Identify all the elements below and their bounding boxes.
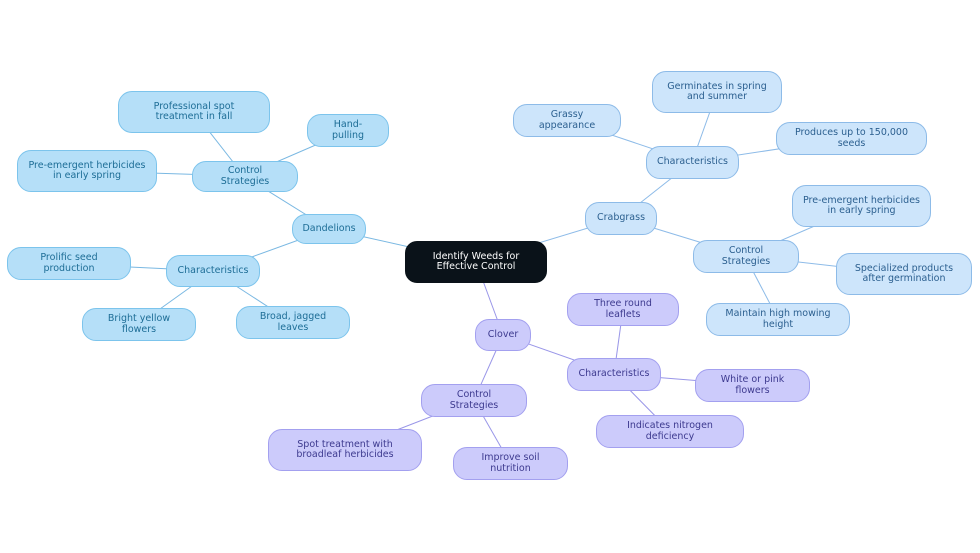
dandelions-characteristics-node[interactable]: Characteristics (166, 255, 260, 287)
crabgrass-maintain-mowing-height-node[interactable]: Maintain high mowing height (706, 303, 850, 336)
clover-white-or-pink-flowers-node[interactable]: White or pink flowers (695, 369, 810, 402)
dandelions-hand-pulling-node[interactable]: Hand-pulling (307, 114, 389, 147)
crabgrass-produces-seeds-node[interactable]: Produces up to 150,000 seeds (776, 122, 927, 155)
dandelions-prolific-seed-production-node[interactable]: Prolific seed production (7, 247, 131, 280)
crabgrass-germinates-node[interactable]: Germinates in spring and summer (652, 71, 782, 113)
crabgrass-specialized-products-node[interactable]: Specialized products after germination (836, 253, 972, 295)
dandelions-node[interactable]: Dandelions (292, 214, 366, 244)
root-node[interactable]: Identify Weeds for Effective Control (405, 241, 547, 283)
crabgrass-pre-emergent-herbicides-node[interactable]: Pre-emergent herbicides in early spring (792, 185, 931, 227)
dandelions-broad-jagged-leaves-node[interactable]: Broad, jagged leaves (236, 306, 350, 339)
crabgrass-grassy-appearance-node[interactable]: Grassy appearance (513, 104, 621, 137)
dandelions-professional-spot-treatment-node[interactable]: Professional spot treatment in fall (118, 91, 270, 133)
crabgrass-characteristics-node[interactable]: Characteristics (646, 146, 739, 179)
clover-spot-treatment-node[interactable]: Spot treatment with broadleaf herbicides (268, 429, 422, 471)
clover-improve-soil-nutrition-node[interactable]: Improve soil nutrition (453, 447, 568, 480)
crabgrass-control-strategies-node[interactable]: Control Strategies (693, 240, 799, 273)
dandelions-bright-yellow-flowers-node[interactable]: Bright yellow flowers (82, 308, 196, 341)
clover-node[interactable]: Clover (475, 319, 531, 351)
dandelions-pre-emergent-herbicides-node[interactable]: Pre-emergent herbicides in early spring (17, 150, 157, 192)
dandelions-control-strategies-node[interactable]: Control Strategies (192, 161, 298, 192)
clover-indicates-nitrogen-deficiency-node[interactable]: Indicates nitrogen deficiency (596, 415, 744, 448)
crabgrass-node[interactable]: Crabgrass (585, 202, 657, 235)
clover-control-strategies-node[interactable]: Control Strategies (421, 384, 527, 417)
clover-characteristics-node[interactable]: Characteristics (567, 358, 661, 391)
clover-three-round-leaflets-node[interactable]: Three round leaflets (567, 293, 679, 326)
